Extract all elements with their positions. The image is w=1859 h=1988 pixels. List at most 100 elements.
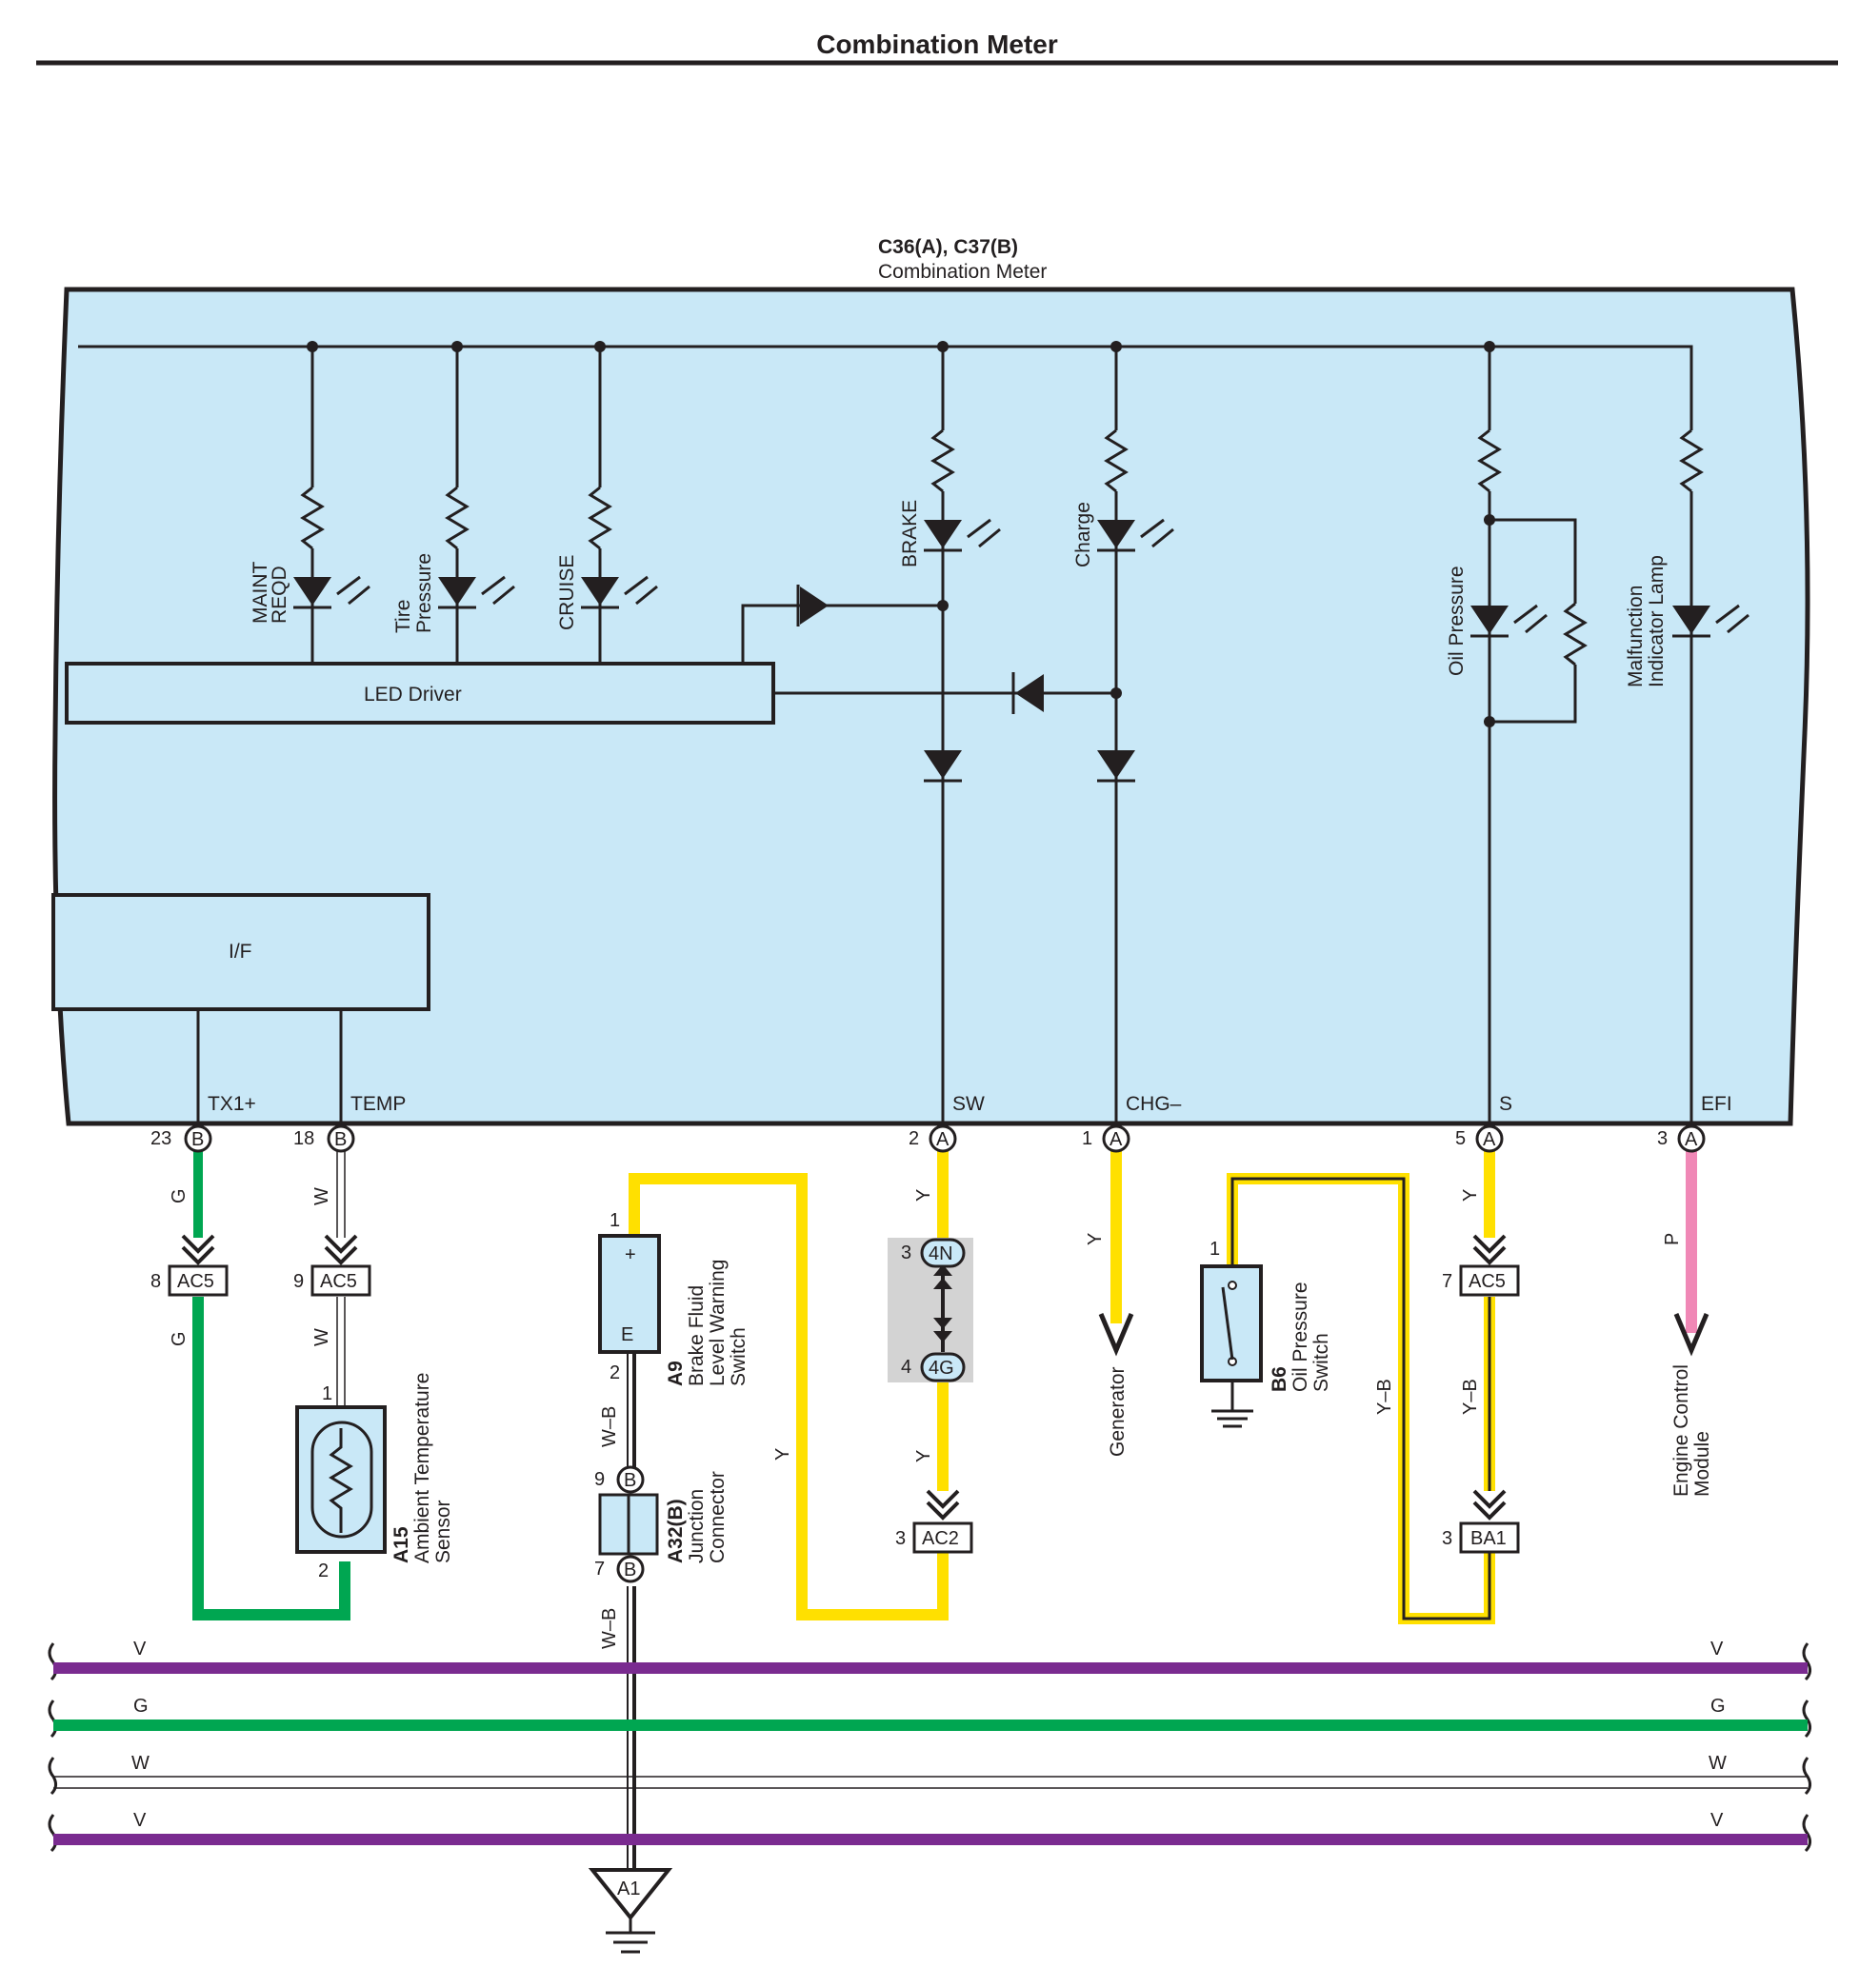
meter-name: Combination Meter: [878, 261, 1047, 283]
a15-name-1: Ambient Temperature: [411, 1373, 433, 1563]
svg-text:2: 2: [909, 1128, 919, 1149]
lamp-label-tire-1: Tire: [392, 600, 414, 633]
svg-text:AC5: AC5: [1469, 1271, 1506, 1292]
svg-text:1: 1: [322, 1383, 332, 1404]
terminal-name-tx1: TX1+: [208, 1093, 256, 1115]
oil-pressure-switch: 1: [1200, 1239, 1263, 1428]
svg-text:2: 2: [610, 1362, 620, 1383]
led-maint-reqd-icon: [336, 575, 370, 606]
diode-charge-sw-icon: [1097, 750, 1135, 779]
terminal-pin-sw: A 2: [909, 1124, 957, 1153]
terminal-name-sw: SW: [952, 1093, 985, 1115]
wire-w-temp: [336, 1150, 346, 1407]
wire-label-y-a9: Y: [772, 1448, 793, 1461]
wire-yb-oil: [1227, 1173, 1495, 1624]
lamp-branch-tire: [438, 341, 476, 664]
diode-charge-driver-icon: [1015, 674, 1044, 712]
terminal-name-temp: TEMP: [350, 1093, 406, 1115]
led-brake-icon: [967, 518, 1001, 548]
svg-text:3: 3: [1442, 1528, 1452, 1549]
meter-connector-ids: C36(A), C37(B): [878, 236, 1018, 258]
led-tire-pressure-icon: [481, 575, 515, 606]
svg-text:+: +: [625, 1244, 636, 1265]
svg-text:AC2: AC2: [922, 1528, 959, 1549]
terminal-pin-temp: B 18: [293, 1124, 355, 1153]
terminal-name-chg: CHG–: [1126, 1093, 1182, 1115]
diode-brake-driver-icon: [800, 586, 829, 625]
b6-id: B6: [1269, 1366, 1290, 1392]
lamp-branch-maint: [293, 341, 331, 664]
combination-meter-body: [52, 287, 1810, 1126]
svg-text:1: 1: [1209, 1239, 1220, 1260]
lamp-branch-oil: [1477, 347, 1588, 1123]
wire-label-g-1: G: [169, 1188, 190, 1203]
svg-text:7: 7: [594, 1559, 605, 1580]
svg-text:4N: 4N: [929, 1243, 953, 1264]
b6-name-1: Oil Pressure: [1289, 1282, 1311, 1392]
lamp-branch-cruise: [581, 341, 619, 664]
bus-label-g-left: G: [133, 1696, 149, 1717]
svg-text:5: 5: [1455, 1128, 1466, 1149]
svg-text:18: 18: [293, 1128, 314, 1149]
brake-fluid-level-switch: + E 1 2: [598, 1210, 661, 1383]
svg-text:1: 1: [610, 1210, 620, 1231]
interface-box: [51, 893, 430, 1011]
arrow-generator-icon: [1098, 1313, 1134, 1357]
page-title: Combination Meter: [816, 30, 1058, 59]
terminal-pin-tx1: B 23: [150, 1124, 212, 1153]
lamp-branch-mil: [1489, 345, 1704, 1123]
svg-text:B: B: [191, 1129, 204, 1150]
terminal-pin-s: A 5: [1455, 1124, 1504, 1153]
a9-id: A9: [665, 1361, 687, 1386]
svg-text:E: E: [621, 1324, 633, 1345]
a32-name-1: Junction: [686, 1489, 708, 1563]
a9-name-3: Switch: [728, 1327, 750, 1386]
ecm-label-1: Engine Control: [1670, 1364, 1692, 1497]
svg-text:3: 3: [1657, 1128, 1668, 1149]
bus-label-w-right: W: [1709, 1753, 1727, 1774]
svg-text:B: B: [334, 1129, 347, 1150]
generator-label: Generator: [1107, 1366, 1129, 1457]
svg-text:4G: 4G: [929, 1358, 954, 1379]
led-charge-icon: [1140, 518, 1174, 548]
bus-label-w-left: W: [131, 1753, 150, 1774]
bus-label-v1-right: V: [1710, 1639, 1724, 1660]
lamp-branch-charge: [1104, 347, 1129, 1123]
ecm-label-2: Module: [1691, 1431, 1713, 1497]
svg-text:AC5: AC5: [320, 1271, 357, 1292]
wire-wb-a9: [627, 1352, 636, 1870]
lamp-label-cruise: CRUISE: [556, 555, 578, 630]
lamp-label-brake: BRAKE: [899, 500, 921, 567]
led-driver-label: LED Driver: [364, 684, 462, 706]
lamp-label-maint-2: REQD: [269, 566, 290, 624]
svg-text:A: A: [1685, 1129, 1698, 1150]
terminal-name-efi: EFI: [1701, 1093, 1732, 1115]
svg-text:A: A: [1483, 1129, 1496, 1150]
junction-connector-a32: B 9 B 7: [594, 1465, 659, 1583]
svg-text:2: 2: [318, 1561, 329, 1581]
svg-text:BA1: BA1: [1470, 1528, 1507, 1549]
svg-text:3: 3: [895, 1528, 906, 1549]
connector-ac5-s: AC5 7: [1442, 1234, 1520, 1297]
b6-name-2: Switch: [1310, 1333, 1332, 1392]
interface-label: I/F: [229, 941, 252, 963]
bus-label-g-right: G: [1710, 1696, 1726, 1717]
wire-label-g-2: G: [169, 1331, 190, 1346]
wire-y-sw: [629, 1150, 949, 1620]
wire-label-w-2: W: [311, 1328, 332, 1346]
wire-label-yb-b6: Y–B: [1374, 1379, 1395, 1415]
svg-text:A: A: [936, 1129, 949, 1150]
bus-lines: [48, 1642, 1812, 1853]
lamp-label-mil-2: Indicator Lamp: [1646, 555, 1668, 687]
wire-label-wb-2: W–B: [599, 1608, 620, 1649]
led-driver-box: [65, 662, 775, 725]
a15-id: A15: [390, 1526, 412, 1563]
svg-text:A1: A1: [617, 1879, 640, 1899]
lamp-label-charge: Charge: [1072, 502, 1094, 567]
svg-text:9: 9: [594, 1469, 605, 1490]
wire-label-yb-s: Y–B: [1460, 1379, 1481, 1415]
wire-label-w-1: W: [311, 1187, 332, 1205]
wire-label-wb-1: W–B: [599, 1406, 620, 1447]
diode-brake-sw-icon: [924, 750, 962, 779]
